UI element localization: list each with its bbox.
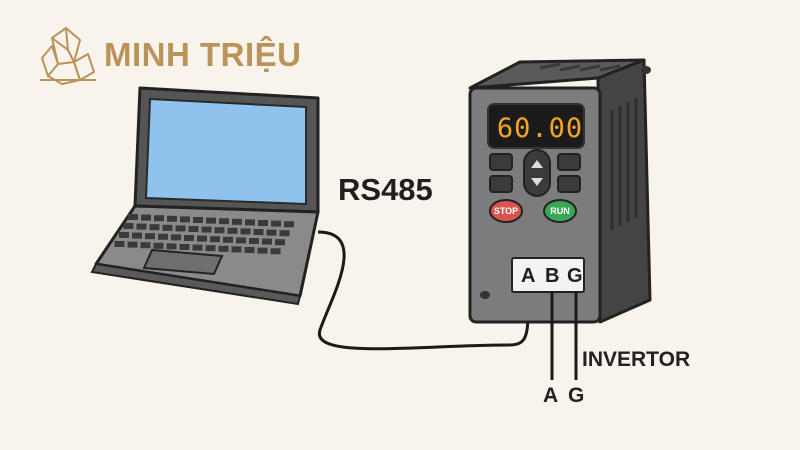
chevron-down-icon — [531, 178, 543, 186]
keyboard-key — [210, 236, 220, 243]
keyboard-key — [180, 216, 190, 223]
keyboard-key — [193, 217, 203, 223]
keyboard-key — [167, 215, 177, 222]
keyboard-key — [236, 237, 246, 244]
keyboard-key — [114, 241, 125, 247]
keyboard-key — [145, 233, 155, 240]
keyboard-key — [218, 245, 229, 252]
keyboard-key — [132, 232, 142, 239]
keyboard-key — [154, 215, 164, 222]
wire-label-a: A — [543, 384, 559, 407]
display-panel — [487, 103, 585, 149]
keyboard-key — [245, 219, 255, 226]
keyboard-key — [258, 220, 268, 226]
terminal-b-label: B — [545, 265, 560, 287]
run-button — [543, 199, 577, 223]
keyboard-key — [179, 244, 190, 250]
keyboard-key — [253, 229, 264, 235]
keyboard-key — [149, 224, 160, 231]
panel-key-tr — [557, 153, 581, 171]
keyboard-key — [249, 238, 259, 244]
keyboard-key — [244, 247, 255, 253]
run-label: RUN — [550, 206, 570, 216]
keyboard-key — [231, 246, 242, 253]
keyboard-key — [223, 236, 233, 243]
keyboard-key — [257, 247, 268, 254]
keyboard-key — [275, 239, 285, 246]
inverter-side — [596, 58, 652, 324]
stepper-up-down — [523, 149, 551, 197]
keyboard-key — [219, 218, 229, 225]
keyboard-key — [119, 232, 129, 238]
panel-key-bl — [489, 175, 513, 193]
keyboard-key — [123, 223, 134, 229]
keyboard-key — [214, 227, 225, 234]
rs485-cable — [317, 230, 530, 351]
keyboard-key — [166, 243, 177, 250]
display-readout: 60.00 — [496, 113, 584, 144]
inverter-label: INVERTOR — [582, 348, 691, 371]
stop-button — [489, 199, 523, 223]
terminal-a-label: A — [521, 265, 536, 287]
inverter — [468, 58, 652, 324]
keyboard-key — [232, 218, 242, 225]
keyboard-key — [270, 248, 281, 255]
keyboard-key — [162, 224, 173, 231]
keyboard-key — [184, 235, 194, 241]
crystal-cluster-icon — [40, 27, 96, 85]
protocol-label: RS485 — [338, 172, 433, 207]
chevron-up-icon — [531, 160, 543, 168]
keyboard-key — [201, 226, 212, 233]
inverter-top — [468, 58, 646, 90]
keyboard-key — [266, 229, 277, 236]
laptop — [90, 86, 320, 306]
keyboard-key — [227, 227, 238, 234]
laptop-touchpad — [142, 248, 224, 276]
keyboard-key — [188, 226, 199, 232]
wire-label-g: G — [568, 384, 585, 407]
keyboard-key — [140, 242, 151, 249]
keyboard-key — [279, 230, 290, 237]
keyboard-key — [128, 214, 138, 220]
keyboard-key — [205, 245, 216, 252]
keyboard-key — [197, 235, 207, 242]
keyboard-key — [284, 221, 294, 228]
keyboard-key — [127, 241, 138, 248]
keyboard-key — [136, 223, 147, 230]
panel-key-tl — [489, 153, 513, 171]
brand-name: MINH TRIỆU — [104, 36, 302, 73]
keyboard-key — [171, 234, 181, 241]
keyboard-key — [262, 238, 272, 245]
keyboard-key — [206, 217, 216, 224]
laptop-keyboard — [114, 214, 294, 255]
terminal-g-label: G — [567, 265, 583, 287]
keyboard-key — [240, 228, 251, 235]
stop-label: STOP — [493, 206, 519, 216]
keyboard-key — [192, 244, 203, 251]
laptop-screen — [144, 97, 307, 206]
terminal-block — [511, 257, 585, 293]
keyboard-key — [271, 220, 281, 227]
keyboard-key — [175, 225, 186, 232]
keyboard-key — [141, 214, 151, 221]
keyboard-key — [153, 242, 164, 249]
panel-key-br — [557, 175, 581, 193]
keyboard-key — [158, 233, 168, 240]
